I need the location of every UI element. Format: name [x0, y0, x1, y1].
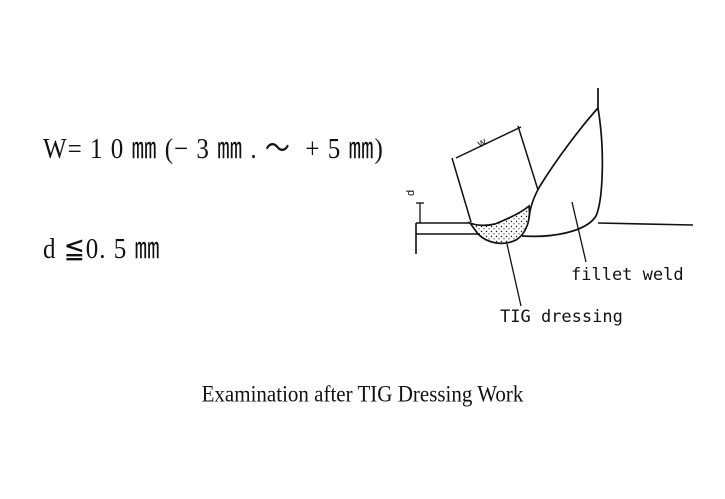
dimension-d-label: d: [405, 190, 417, 196]
base-plate: [415, 222, 694, 254]
spec-width-tolerance: W= 1 0 ㎜ (− 3 ㎜ . ～ + 5 ㎜): [43, 134, 384, 166]
figure-caption: Examination after TIG Dressing Work: [201, 380, 524, 407]
vertical-member: [521, 88, 604, 238]
spec-depth-limit: d ≦0. 5 ㎜: [43, 234, 161, 266]
dimension-w: [451, 125, 539, 223]
leader-lines: [506, 201, 587, 307]
fillet-weld-face: [528, 107, 599, 219]
tig-dressing-label: TIG dressing: [500, 307, 623, 327]
fillet-weld: [528, 107, 599, 219]
tig-dressed-zone: [467, 204, 531, 245]
w-extension-left: [451, 157, 472, 223]
fillet-weld-label: fillet weld: [571, 265, 684, 285]
member-outline: [521, 88, 604, 238]
w-dimension-line: [455, 126, 522, 159]
plate-surface-right: [597, 222, 694, 226]
w-extension-right: [517, 125, 539, 191]
dimension-d: [416, 202, 424, 223]
tig-dressing-leader: [506, 243, 522, 307]
fillet-weld-leader: [571, 201, 587, 263]
